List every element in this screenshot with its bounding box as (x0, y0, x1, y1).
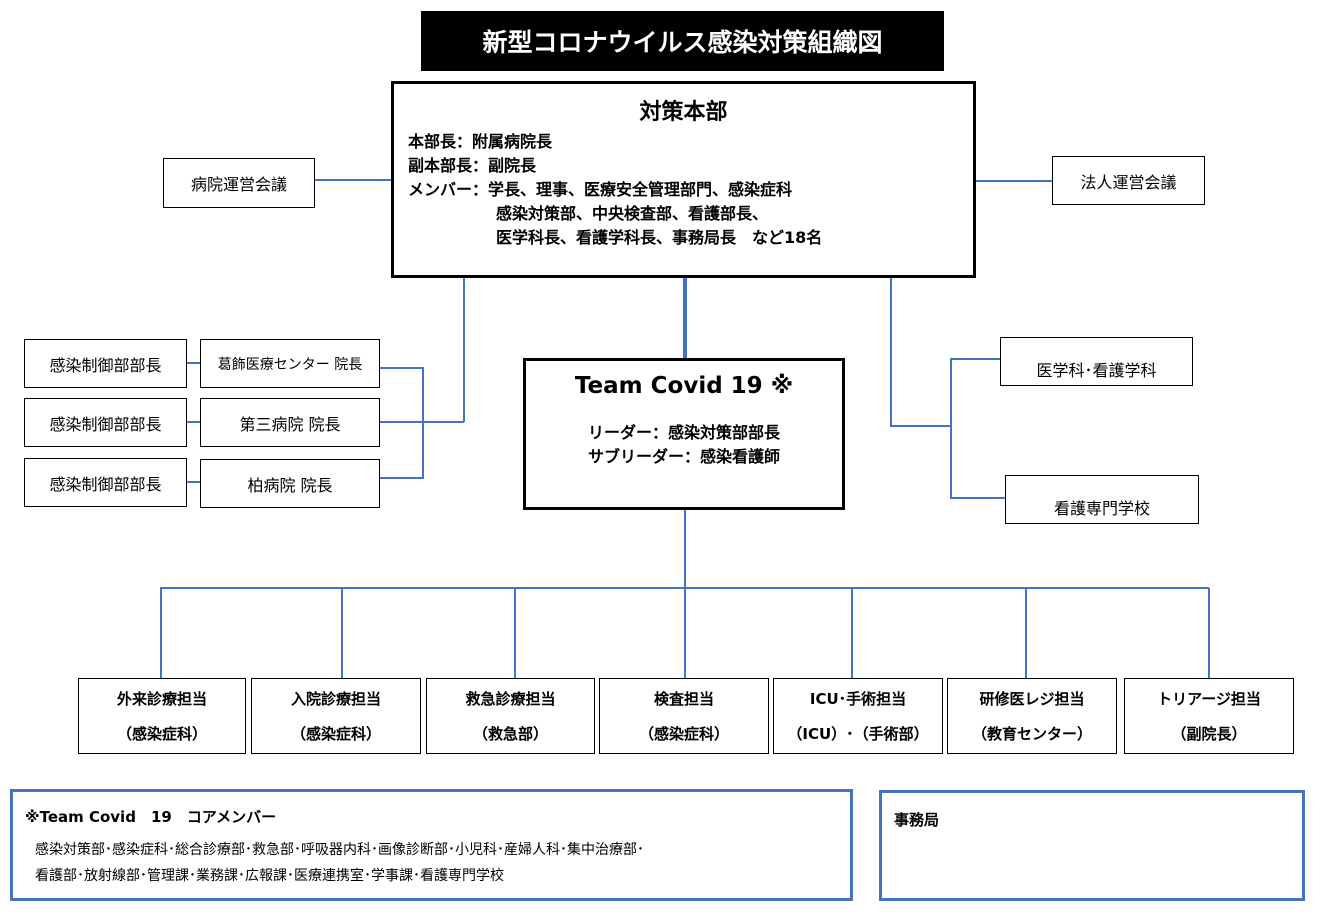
katsushika-director-box: 葛飾医療センター 院長 (200, 339, 380, 388)
core-members-line: 感染対策部･感染症科･総合診療部･救急部･呼吸器内科･画像診断部･小児科･産婦人… (35, 842, 644, 858)
corporate-management-meeting-box: 法人運営会議 (1052, 156, 1205, 205)
team-leader: リーダー：感染対策部部長 (587, 423, 780, 442)
dept-sub: （感染症科） (638, 725, 729, 743)
dept-sub: （感染症科） (116, 725, 207, 743)
hq-line: 感染対策部、中央検査部、看護部長、 (496, 204, 769, 223)
secretariat-title: 事務局 (894, 811, 940, 829)
hq-line: 本部長：附属病院長 (408, 132, 553, 151)
chart-title: 新型コロナウイルス感染対策組織図 (421, 11, 944, 71)
dept-box-triage: トリアージ担当 （副院長） (1124, 678, 1294, 754)
kashiwa-director-box: 柏病院 院長 (200, 459, 380, 508)
hq-line: 副本部長：副院長 (408, 156, 537, 175)
core-members-line: 看護部･放射線部･管理課･業務課･広報課･医療連携室･学事課･看護専門学校 (35, 868, 504, 884)
dept-name: 外来診療担当 (116, 690, 207, 708)
hq-line: 医学科長、看護学科長、事務局長 など18名 (496, 228, 823, 247)
core-members-title: ※Team Covid 19 コアメンバー (25, 808, 277, 826)
team-subleader: サブリーダー：感染看護師 (587, 447, 780, 466)
dept-sub: （ICU）･（手術部） (787, 725, 929, 743)
infection-control-chief-box: 感染制御部部長 (24, 458, 187, 507)
daisan-director-box: 第三病院 院長 (200, 398, 380, 447)
dept-sub: （副院長） (1171, 725, 1247, 743)
medical-nursing-faculty-box: 医学科･看護学科 (1000, 337, 1193, 386)
connector-hq-units (890, 278, 951, 427)
nursing-school-box: 看護専門学校 (1005, 475, 1199, 524)
hq-title: 対策本部 (639, 100, 728, 125)
core-members-box: ※Team Covid 19 コアメンバー 感染対策部･感染症科･総合診療部･救… (10, 789, 853, 901)
dept-box-inpatient: 入院診療担当 （感染症科） (251, 678, 421, 754)
infection-control-chief-box: 感染制御部部長 (24, 398, 187, 447)
dept-box-residents: 研修医レジ担当 （教育センター） (947, 678, 1117, 754)
dept-name: トリアージ担当 (1157, 690, 1261, 708)
hospital-management-meeting-box: 病院運営会議 (163, 158, 315, 208)
dept-sub: （教育センター） (971, 725, 1092, 743)
infection-control-chief-box: 感染制御部部長 (24, 339, 187, 388)
team-covid-box: Team Covid 19 ※ リーダー：感染対策部部長 サブリーダー：感染看護… (523, 358, 845, 510)
dept-name: ICU･手術担当 (809, 690, 907, 708)
dept-name: 研修医レジ担当 (979, 690, 1085, 708)
dept-sub: （救急部） (472, 725, 548, 743)
hq-line: メンバー：学長、理事、医療安全管理部門、感染症科 (408, 180, 793, 199)
dept-box-outpatient: 外来診療担当 （感染症科） (78, 678, 246, 754)
dept-name: 入院診療担当 (290, 690, 381, 708)
dept-name: 検査担当 (653, 690, 714, 708)
team-title: Team Covid 19 ※ (574, 373, 794, 399)
hq-box: 対策本部 本部長：附属病院長 副本部長：副院長 メンバー：学長、理事、医療安全管… (391, 81, 976, 278)
dept-box-testing: 検査担当 （感染症科） (599, 678, 769, 754)
dept-sub: （感染症科） (290, 725, 381, 743)
dept-name: 救急診療担当 (465, 690, 556, 708)
dept-box-emergency: 救急診療担当 （救急部） (426, 678, 595, 754)
secretariat-box: 事務局 (879, 790, 1305, 901)
dept-box-icu-surgery: ICU･手術担当 （ICU）･（手術部） (773, 678, 943, 754)
